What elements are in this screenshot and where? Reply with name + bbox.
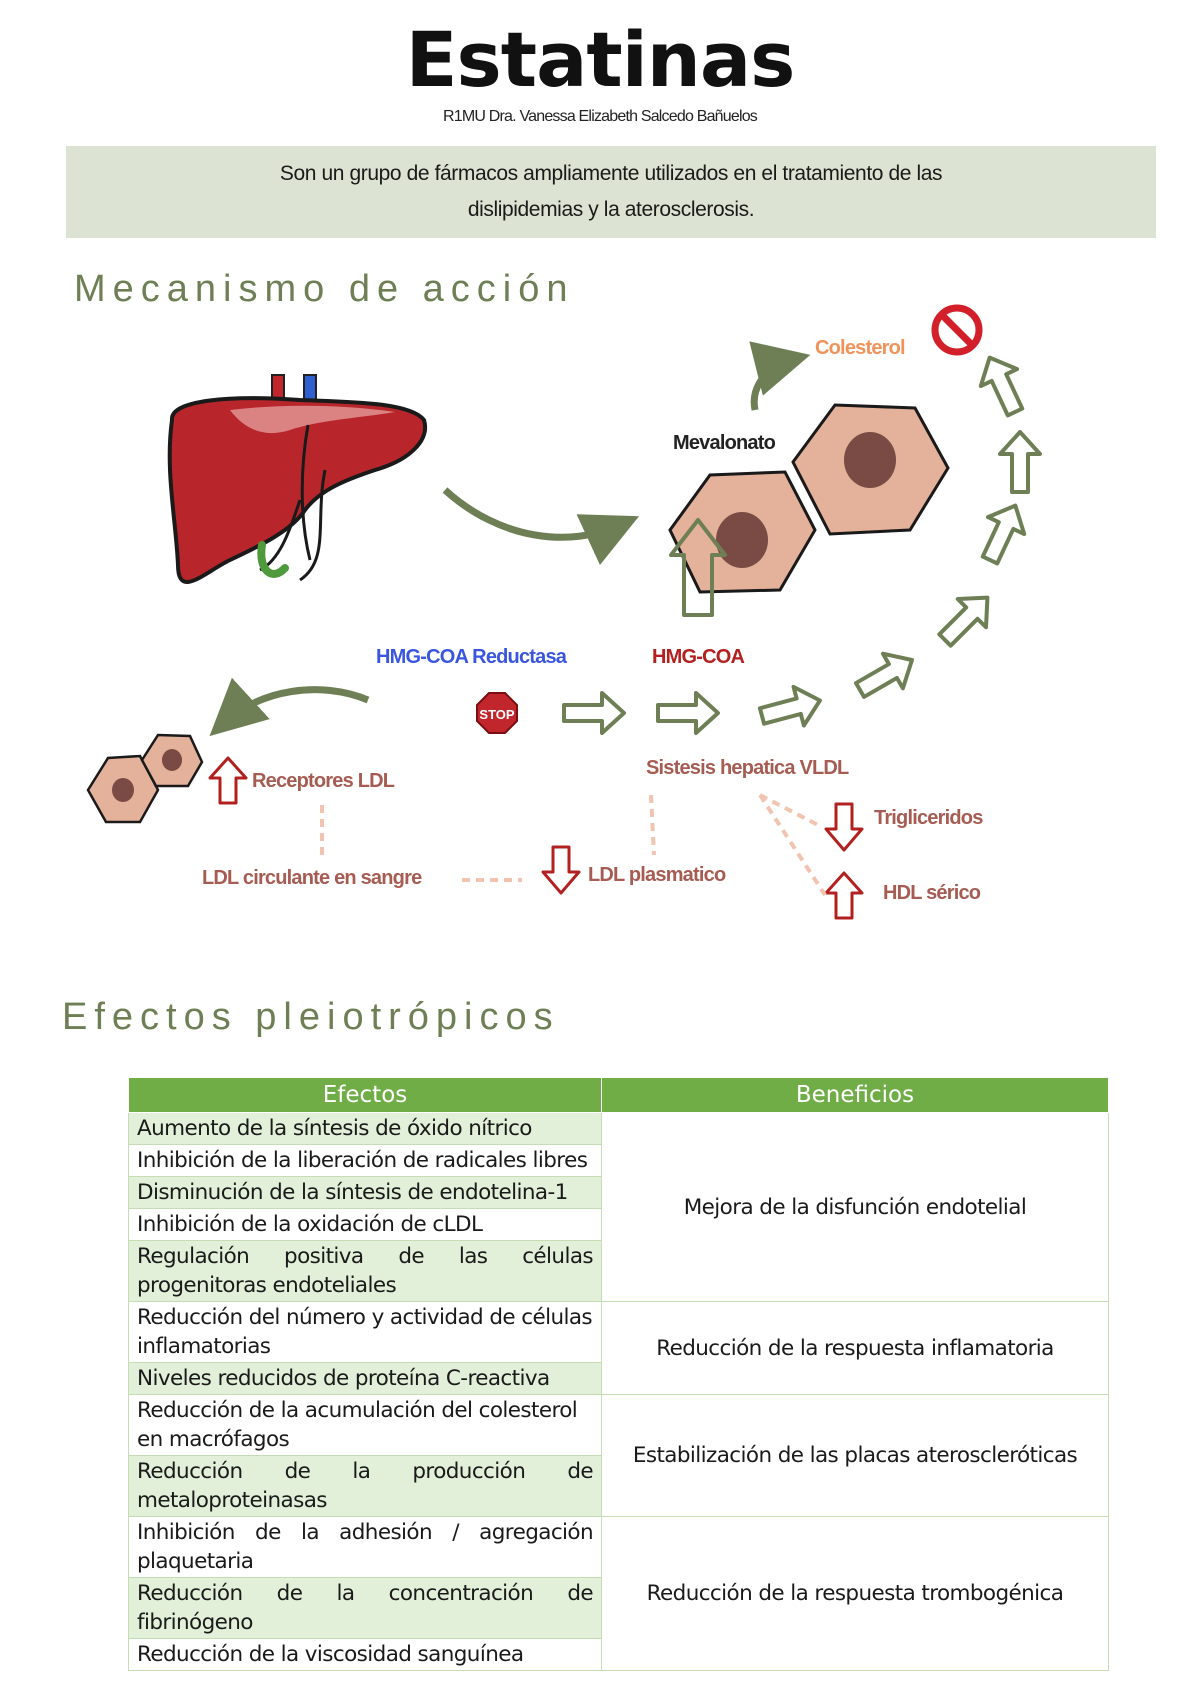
table-row: Reducción de la producción de metaloprot… [128, 1455, 1109, 1517]
benefit-cell: Reducción de la respuesta inflamatoria [601, 1301, 1109, 1395]
intro-box: Son un grupo de fármacos ampliamente uti… [66, 146, 1156, 238]
label-ldl-circulante: LDL circulante en sangre [202, 867, 422, 889]
effect-cell: Reducción de la producción de metaloprot… [128, 1455, 602, 1517]
column-header-beneficios: Beneficios [601, 1077, 1109, 1113]
hepatocyte-cells [668, 403, 950, 594]
label-ldl-plasmatico: LDL plasmatico [588, 864, 726, 886]
page-title: Estatinas [405, 15, 796, 104]
benefit-cell: Reducción de la respuesta trombogénica [601, 1516, 1109, 1671]
effect-cell: Regulación positiva de las células proge… [128, 1240, 602, 1302]
label-trigliceridos: Trigliceridos [874, 807, 983, 829]
pleiotropic-effects-table: Efectos Beneficios Aumento de la síntesi… [128, 1077, 1109, 1671]
table-row: Reducción de la viscosidad sanguínea [128, 1638, 1109, 1671]
table-row: Inhibición de la liberación de radicales… [128, 1144, 1109, 1177]
table-row: Niveles reducidos de proteína C-reactiva [128, 1362, 1109, 1395]
small-cells [86, 733, 204, 824]
mechanism-section-title: Mecanismo de acción [74, 268, 575, 310]
benefit-cell: Mejora de la disfunción endotelial [601, 1112, 1109, 1302]
label-sintesis-vldl: Sistesis hepatica VLDL [646, 757, 849, 779]
table-row: Reducción de la concentración de fibrinó… [128, 1577, 1109, 1639]
table-row: Disminución de la síntesis de endotelina… [128, 1176, 1109, 1209]
intro-text: Son un grupo de fármacos ampliamente uti… [279, 162, 943, 221]
table-row: Inhibición de la oxidación de cLDL [128, 1208, 1109, 1241]
effect-cell: Niveles reducidos de proteína C-reactiva [128, 1362, 602, 1395]
column-header-efectos: Efectos [128, 1077, 602, 1113]
effect-cell: Inhibición de la oxidación de cLDL [128, 1208, 602, 1241]
stop-sign-icon: STOP [476, 692, 518, 734]
pathway-arrows [562, 355, 1042, 735]
table-row: Aumento de la síntesis de óxido nítrico … [128, 1112, 1109, 1302]
table-row: Reducción del número y actividad de célu… [128, 1301, 1109, 1395]
svg-text:STOP: STOP [479, 707, 514, 722]
effect-cell: Aumento de la síntesis de óxido nítrico [128, 1112, 602, 1145]
effect-cell: Reducción del número y actividad de célu… [128, 1301, 602, 1363]
benefit-cell: Estabilización de las placas ateroscleró… [601, 1394, 1109, 1517]
effect-cell: Reducción de la acumulación del colester… [128, 1394, 602, 1456]
effect-cell: Reducción de la viscosidad sanguínea [128, 1638, 602, 1671]
effect-cell: Reducción de la concentración de fibrinó… [128, 1577, 602, 1639]
arrow-up-hdl [824, 871, 864, 920]
pleiotropic-section-title: Efectos pleiotrópicos [62, 996, 560, 1038]
arrow-down-ldl [541, 845, 581, 895]
effect-cell: Disminución de la síntesis de endotelina… [128, 1176, 602, 1209]
effect-cell: Inhibición de la liberación de radicales… [128, 1144, 602, 1177]
author-subtitle: R1MU Dra. Vanessa Elizabeth Salcedo Bañu… [442, 108, 758, 125]
table-row: Regulación positiva de las células proge… [128, 1240, 1109, 1302]
mechanism-diagram: STOP [86, 304, 1042, 920]
label-mevalonato: Mevalonato [673, 432, 776, 454]
liver-illustration [167, 374, 428, 584]
label-hdl-serico: HDL sérico [883, 882, 981, 904]
prohibited-icon [931, 304, 983, 356]
table-row: Reducción de la acumulación del colester… [128, 1394, 1109, 1517]
label-receptores-ldl: Receptores LDL [252, 770, 395, 792]
label-colesterol: Colesterol [815, 337, 906, 359]
label-hmg-coa-reductasa: HMG-COA Reductasa [376, 646, 567, 668]
arrow-up-receptores [208, 756, 248, 805]
table-row: Inhibición de la adhesión / agregación p… [128, 1516, 1109, 1671]
effect-cell: Inhibición de la adhesión / agregación p… [128, 1516, 602, 1578]
label-hmg-coa: HMG-COA [652, 646, 745, 668]
arrow-down-tg [824, 802, 864, 852]
